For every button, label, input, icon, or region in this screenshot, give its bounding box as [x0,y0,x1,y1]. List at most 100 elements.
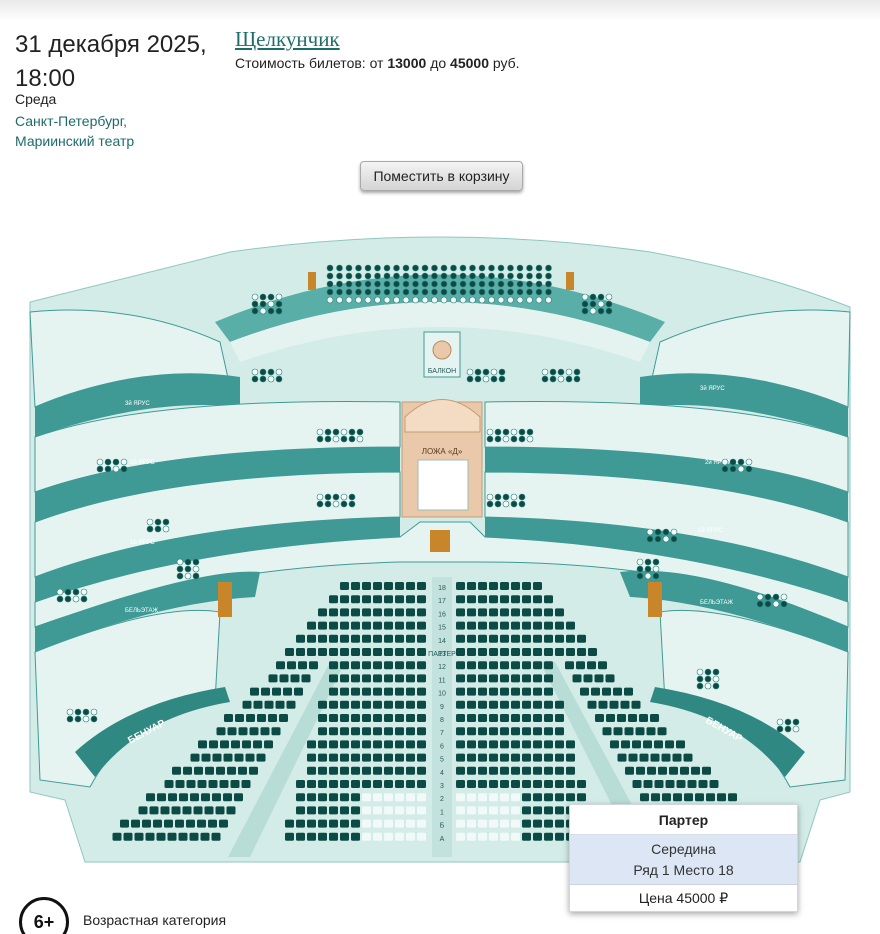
parterre-seat[interactable] [329,661,338,670]
parterre-seat[interactable] [533,687,542,696]
box-seat[interactable] [478,288,486,296]
parterre-seat[interactable] [373,648,382,656]
parterre-seat[interactable] [384,819,393,828]
parterre-seat[interactable] [478,674,487,683]
parterre-seat[interactable] [417,621,426,630]
event-title-link[interactable]: Щелкунчик [235,27,340,51]
parterre-seat[interactable] [373,740,382,749]
box-seat[interactable] [383,272,391,280]
parterre-seat[interactable] [467,687,476,696]
box-seat[interactable] [348,428,356,436]
box-seat[interactable] [729,465,737,473]
parterre-seat[interactable] [329,700,338,709]
box-seat[interactable] [383,264,391,272]
box-seat[interactable] [64,588,72,596]
parterre-seat[interactable] [362,582,371,590]
parterre-seat-side[interactable] [617,714,626,722]
parterre-seat[interactable] [478,832,487,841]
box-seat[interactable] [120,458,128,466]
parterre-seat[interactable] [489,661,498,670]
parterre-seat[interactable] [511,687,520,696]
box-seat[interactable] [581,307,589,315]
parterre-seat[interactable] [566,740,575,749]
box-seat[interactable] [792,718,800,726]
box-seat[interactable] [466,368,474,376]
parterre-seat-side[interactable] [149,806,159,815]
royal-box[interactable]: ЛОЖА «Д» [401,399,483,518]
parterre-seat-side[interactable] [728,793,737,802]
box-seat[interactable] [516,288,524,296]
parterre-seat-side[interactable] [676,740,685,749]
box-seat[interactable] [654,528,662,536]
box-seat[interactable] [364,280,372,288]
parterre-seat[interactable] [318,714,327,722]
parterre-seat[interactable] [522,595,531,604]
parterre-seat-side[interactable] [156,832,166,841]
parterre-seat[interactable] [384,634,393,643]
box-seat[interactable] [192,558,200,566]
box-seat[interactable] [393,272,400,280]
parterre-seat[interactable] [384,793,393,802]
parterre-seat[interactable] [511,621,520,630]
box-seat[interactable] [459,264,467,272]
parterre-seat-side[interactable] [654,740,663,749]
box-seat[interactable] [66,715,74,723]
parterre-seat[interactable] [340,661,349,670]
box-seat[interactable] [146,525,154,533]
box-seat[interactable] [502,500,510,508]
parterre-seat-side[interactable] [687,780,697,788]
parterre-seat[interactable] [417,661,426,670]
box-seat[interactable] [745,458,753,466]
parterre-seat[interactable] [417,806,426,815]
parterre-seat[interactable] [318,700,327,709]
parterre-seat-side[interactable] [249,766,258,775]
parterre-seat-side[interactable] [212,793,221,802]
parterre-seat[interactable] [533,582,542,590]
box-seat[interactable] [792,725,800,733]
parterre-seat[interactable] [533,740,542,749]
parterre-seat[interactable] [467,674,476,683]
parterre-seat[interactable] [395,687,404,696]
parterre-seat[interactable] [384,714,393,722]
parterre-seat[interactable] [456,648,465,656]
box-seat[interactable] [654,535,662,543]
parterre-seat[interactable] [329,687,338,696]
box-seat[interactable] [332,435,340,443]
parterre-seat[interactable] [329,819,338,828]
parterre-seat[interactable] [384,780,393,788]
parterre-seat-side[interactable] [205,766,214,775]
box-seat[interactable] [421,272,429,280]
parterre-seat-side[interactable] [204,806,214,815]
parterre-seat-side[interactable] [271,727,281,736]
parterre-seat[interactable] [307,780,316,788]
box-seat[interactable] [364,264,372,272]
parterre-seat[interactable] [467,793,476,802]
parterre-seat[interactable] [489,595,498,604]
box-seat[interactable] [450,272,457,280]
box-seat[interactable] [494,428,502,436]
box-seat[interactable] [510,435,518,443]
parterre-seat[interactable] [467,740,476,749]
parterre-seat[interactable] [340,740,349,749]
parterre-seat[interactable] [340,819,349,828]
box-seat[interactable] [636,572,644,580]
parterre-seat[interactable] [555,740,564,749]
box-seat[interactable] [412,296,419,304]
parterre-seat[interactable] [351,727,360,736]
parterre-seat[interactable] [417,740,426,749]
box-seat[interactable] [340,435,348,443]
parterre-seat-side[interactable] [198,740,207,749]
parterre-seat[interactable] [318,780,327,788]
parterre-seat[interactable] [522,582,531,590]
box-seat[interactable] [440,272,448,280]
parterre-seat-side[interactable] [212,753,222,762]
parterre-seat-side[interactable] [279,714,288,722]
parterre-seat[interactable] [285,819,294,828]
parterre-seat[interactable] [406,595,415,604]
box-seat[interactable] [90,715,98,723]
box-seat[interactable] [459,272,467,280]
add-to-cart-button[interactable]: Поместить в корзину [360,161,523,191]
box-seat[interactable] [507,296,514,304]
box-seat[interactable] [393,288,400,296]
parterre-seat[interactable] [533,621,542,630]
